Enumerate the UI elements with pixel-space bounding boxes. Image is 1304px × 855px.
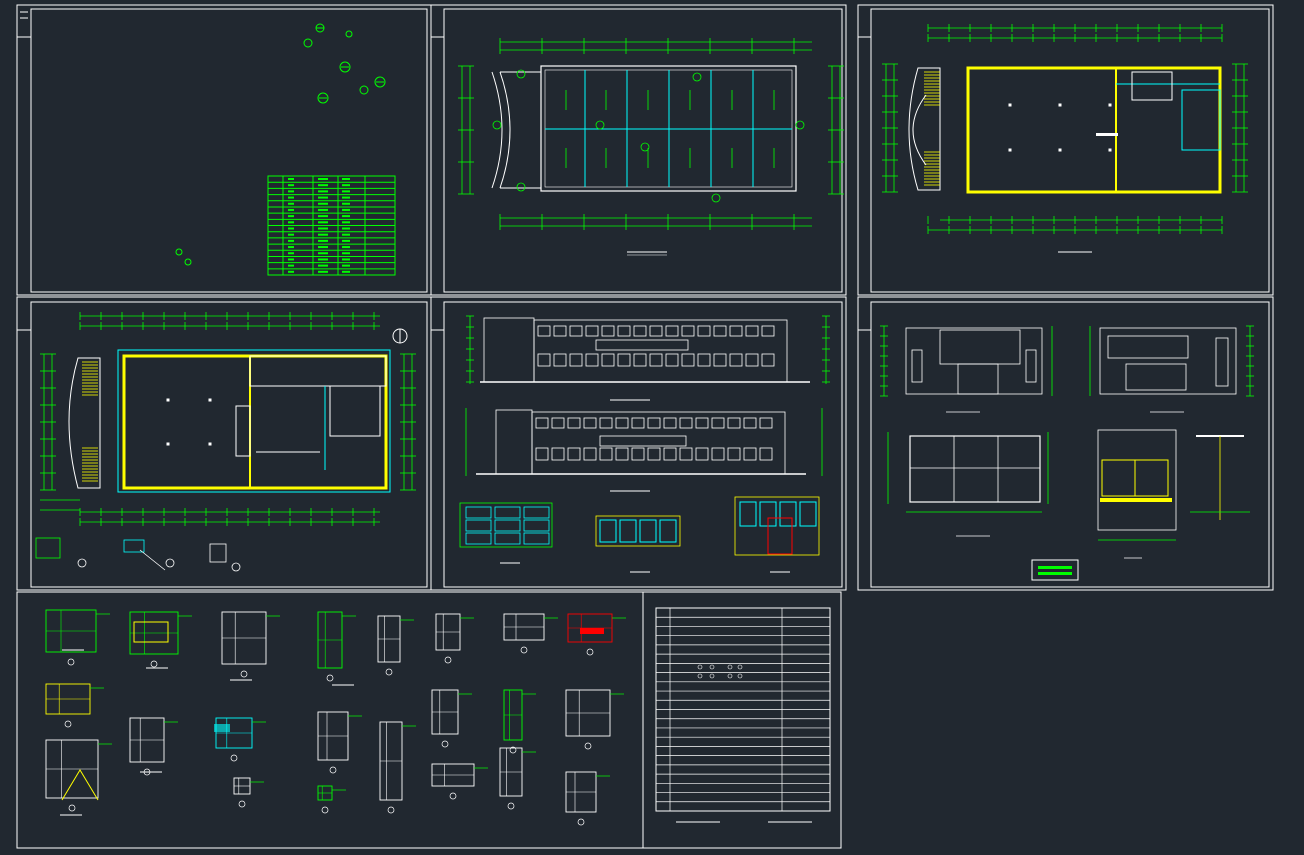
- sheet-side-elevations[interactable]: [857, 296, 1274, 591]
- sheet-construction-details[interactable]: [16, 591, 842, 849]
- rear-elevation: [476, 409, 806, 475]
- axis-grid: [545, 70, 792, 187]
- front-elevation: [480, 317, 810, 383]
- dimension-lines: [458, 38, 844, 230]
- drawing-index-table: [267, 175, 396, 276]
- sheet-site-plan[interactable]: [16, 4, 432, 296]
- sheet-design-notes[interactable]: [642, 591, 842, 849]
- tree-symbols: [175, 23, 386, 266]
- sheet-elevations[interactable]: [430, 296, 847, 591]
- sheet-first-floor-plan[interactable]: [16, 296, 432, 591]
- sheet-ground-floor-plan[interactable]: [857, 4, 1274, 296]
- sheet-foundation-plan[interactable]: [430, 4, 847, 296]
